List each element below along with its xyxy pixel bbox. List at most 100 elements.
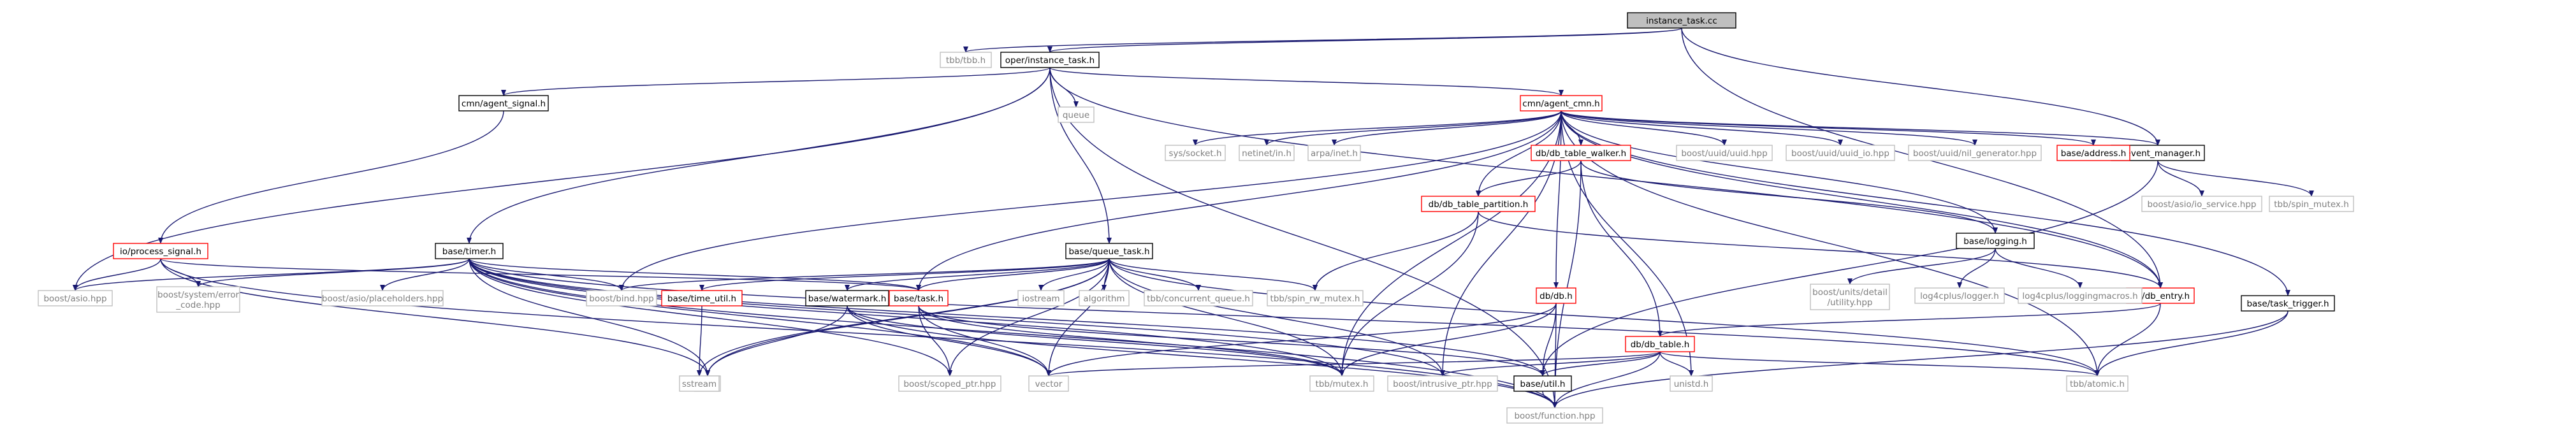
edge-cmn_agent_cmn-to-tbb_mutex (1339, 110, 1562, 377)
node-arpa-inet: arpa/inet.h (1307, 145, 1361, 161)
edge-io_process_signal-to-base_task (160, 258, 921, 291)
edge-oper_instance_task-to-db_db_entry (1049, 67, 2163, 289)
edge-root-to-oper_instance_task (1047, 27, 1682, 53)
node-tbb-concurrent-queue: tbb/concurrent_queue.h (1144, 290, 1253, 306)
node-log4cplus-loggingmacros: log4cplus/loggingmacros.h (2018, 287, 2143, 304)
node-boost-uuid-nil-generator: boost/uuid/nil_generator.hpp (1908, 145, 2042, 161)
node-base-watermark[interactable]: base/watermark.h (805, 290, 889, 306)
edge-base_timer-to-boost_asio (73, 258, 470, 291)
node-boost-units-detail-utility: boost/units/detail/utility.hpp (1810, 284, 1890, 310)
node-box (1914, 287, 2005, 304)
edge-base_queue_task-to-vector (1046, 258, 1110, 377)
node-label: tbb/mutex.h (1316, 379, 1369, 389)
node-box (1309, 375, 1374, 392)
node-label: base/task.h (894, 294, 943, 304)
edge-db_db_table_walker-to-base_logging (1580, 160, 1998, 234)
edge-base_timer-to-vector (469, 258, 1051, 377)
edge-base_time_util-to-sstream (697, 305, 702, 377)
edge-cmn_agent_cmn-to-netinet_in (1264, 110, 1562, 146)
node-boost-asio: boost/asio.hpp (38, 290, 113, 306)
node-db-db-table-partition[interactable]: db/db_table_partition.h (1421, 196, 1536, 212)
edge-base_watermark-to-tbb_mutex (847, 305, 1344, 377)
edge-base_queue_task-to-tbb_spin_rw_mutex (1109, 258, 1318, 291)
edge-base_queue_task-to-boost_intrusive_ptr (1109, 258, 1445, 377)
edge-cmn_agent_cmn-to-boost_uuid_nil_generator (1561, 110, 1977, 146)
edge-base_task_trigger-to-boost_function (1552, 310, 2289, 408)
node-label: base/util.h (1520, 379, 1566, 389)
node-base-time-util[interactable]: base/time_util.h (661, 290, 743, 306)
node-box (1627, 12, 1736, 29)
node-base-address[interactable]: base/address.h (2056, 145, 2130, 161)
edge-cmn_agent_cmn-to-db_db_table_partition (1476, 110, 1562, 197)
edge-db_db_table_partition-to-db_db_entry (1478, 211, 2163, 289)
node-label: db/db_table_walker.h (1536, 148, 1626, 159)
node-label: sys/socket.h (1168, 148, 1221, 159)
node-algorithm: algorithm (1079, 290, 1130, 306)
node-box (586, 290, 657, 306)
node-box (1786, 145, 1895, 161)
node-box (458, 95, 549, 112)
node-oper-instance-task[interactable]: oper/instance_task.h (1000, 52, 1100, 68)
node-cmn-agent-signal[interactable]: cmn/agent_signal.h (458, 95, 549, 112)
node-db-db-table-walker[interactable]: db/db_table_walker.h (1531, 145, 1631, 161)
node-box (113, 243, 208, 259)
edge-base_task-to-vector (918, 305, 1051, 377)
node-tbb-atomic: tbb/atomic.h (2066, 375, 2128, 392)
node-label: queue (1063, 110, 1089, 120)
node-label: boost/scoped_ptr.hpp (903, 379, 996, 389)
node-base-timer[interactable]: base/timer.h (435, 243, 504, 259)
node-box (2056, 145, 2130, 161)
node-boost-asio-placeholders: boost/asio/placeholders.hpp (321, 290, 444, 306)
node-label: boost/uuid/uuid.hpp (1681, 148, 1767, 159)
node-label: base/address.h (2061, 148, 2127, 159)
node-db-db-table[interactable]: db/db_table.h (1625, 336, 1695, 352)
node-boost-function: boost/function.hpp (1506, 407, 1603, 424)
node-label: tbb/spin_mutex.h (2274, 199, 2349, 210)
edge-base_timer-to-boost_intrusive_ptr (469, 258, 1445, 377)
node-root[interactable]: instance_task.cc (1627, 12, 1736, 29)
node-base-task-trigger[interactable]: base/task_trigger.h (2241, 295, 2335, 312)
edge-io_process_signal-to-set (160, 258, 710, 377)
edge-db_db_table_walker-to-db_db_table_partition (1476, 160, 1582, 197)
edge-base_timer-to-boost_scoped_ptr (469, 258, 952, 377)
node-box (1810, 284, 1890, 310)
node-base-logging[interactable]: base/logging.h (1956, 233, 2035, 249)
edge-cmn_agent_cmn-to-base_logging (1561, 110, 1998, 234)
node-cmn-agent-cmn[interactable]: cmn/agent_cmn.h (1520, 95, 1603, 112)
edge-base_watermark-to-vector (847, 305, 1051, 377)
node-label: boost/asio/placeholders.hpp (322, 294, 443, 304)
node-box (1000, 52, 1100, 68)
node-box (2141, 196, 2262, 212)
node-sys-socket: sys/socket.h (1165, 145, 1226, 161)
node-box (889, 290, 949, 306)
node-box (1065, 243, 1153, 259)
node-label: boost/asio.hpp (43, 294, 106, 304)
node-base-util[interactable]: base/util.h (1513, 375, 1572, 392)
node-label: boost/system/error (157, 290, 239, 300)
node-label: netinet/in.h (1242, 148, 1292, 159)
node-db-db[interactable]: db/db.h (1536, 287, 1576, 304)
edge-base_queue_task-to-set (705, 258, 1110, 377)
edge-db_db-to-boost_function (1552, 303, 1558, 408)
node-label: instance_task.cc (1646, 16, 1717, 26)
node-base-queue-task[interactable]: base/queue_task.h (1065, 243, 1153, 259)
edge-base_queue_task-to-boost_bind (619, 258, 1110, 291)
node-label: io/process_signal.h (120, 247, 201, 257)
edge-oper_instance_task-to-base_timer (467, 67, 1051, 244)
edge-base_queue_task-to-boost_scoped_ptr (947, 258, 1110, 377)
edge-base_queue_task-to-tbb_mutex (1109, 258, 1344, 377)
node-label: boost/uuid/uuid_io.hpp (1791, 148, 1889, 159)
edge-base_task_trigger-to-tbb_atomic (2095, 310, 2289, 377)
node-queue: queue (1058, 106, 1095, 123)
edge-cmn_agent_cmn-to-arpa_inet (1332, 110, 1562, 146)
node-io-process-signal[interactable]: io/process_signal.h (113, 243, 208, 259)
edge-base_queue_task-to-base_task (916, 258, 1110, 291)
node-box (898, 375, 1001, 392)
node-box (321, 290, 444, 306)
edge-oper_instance_task-to-cmn_agent_signal (501, 67, 1051, 96)
node-label: cmn/agent_cmn.h (1522, 99, 1599, 109)
node-base-task[interactable]: base/task.h (889, 290, 949, 306)
edge-cmn_agent_cmn-to-base_address (1561, 110, 2096, 146)
node-boost-uuid-uuid-io: boost/uuid/uuid_io.hpp (1786, 145, 1895, 161)
